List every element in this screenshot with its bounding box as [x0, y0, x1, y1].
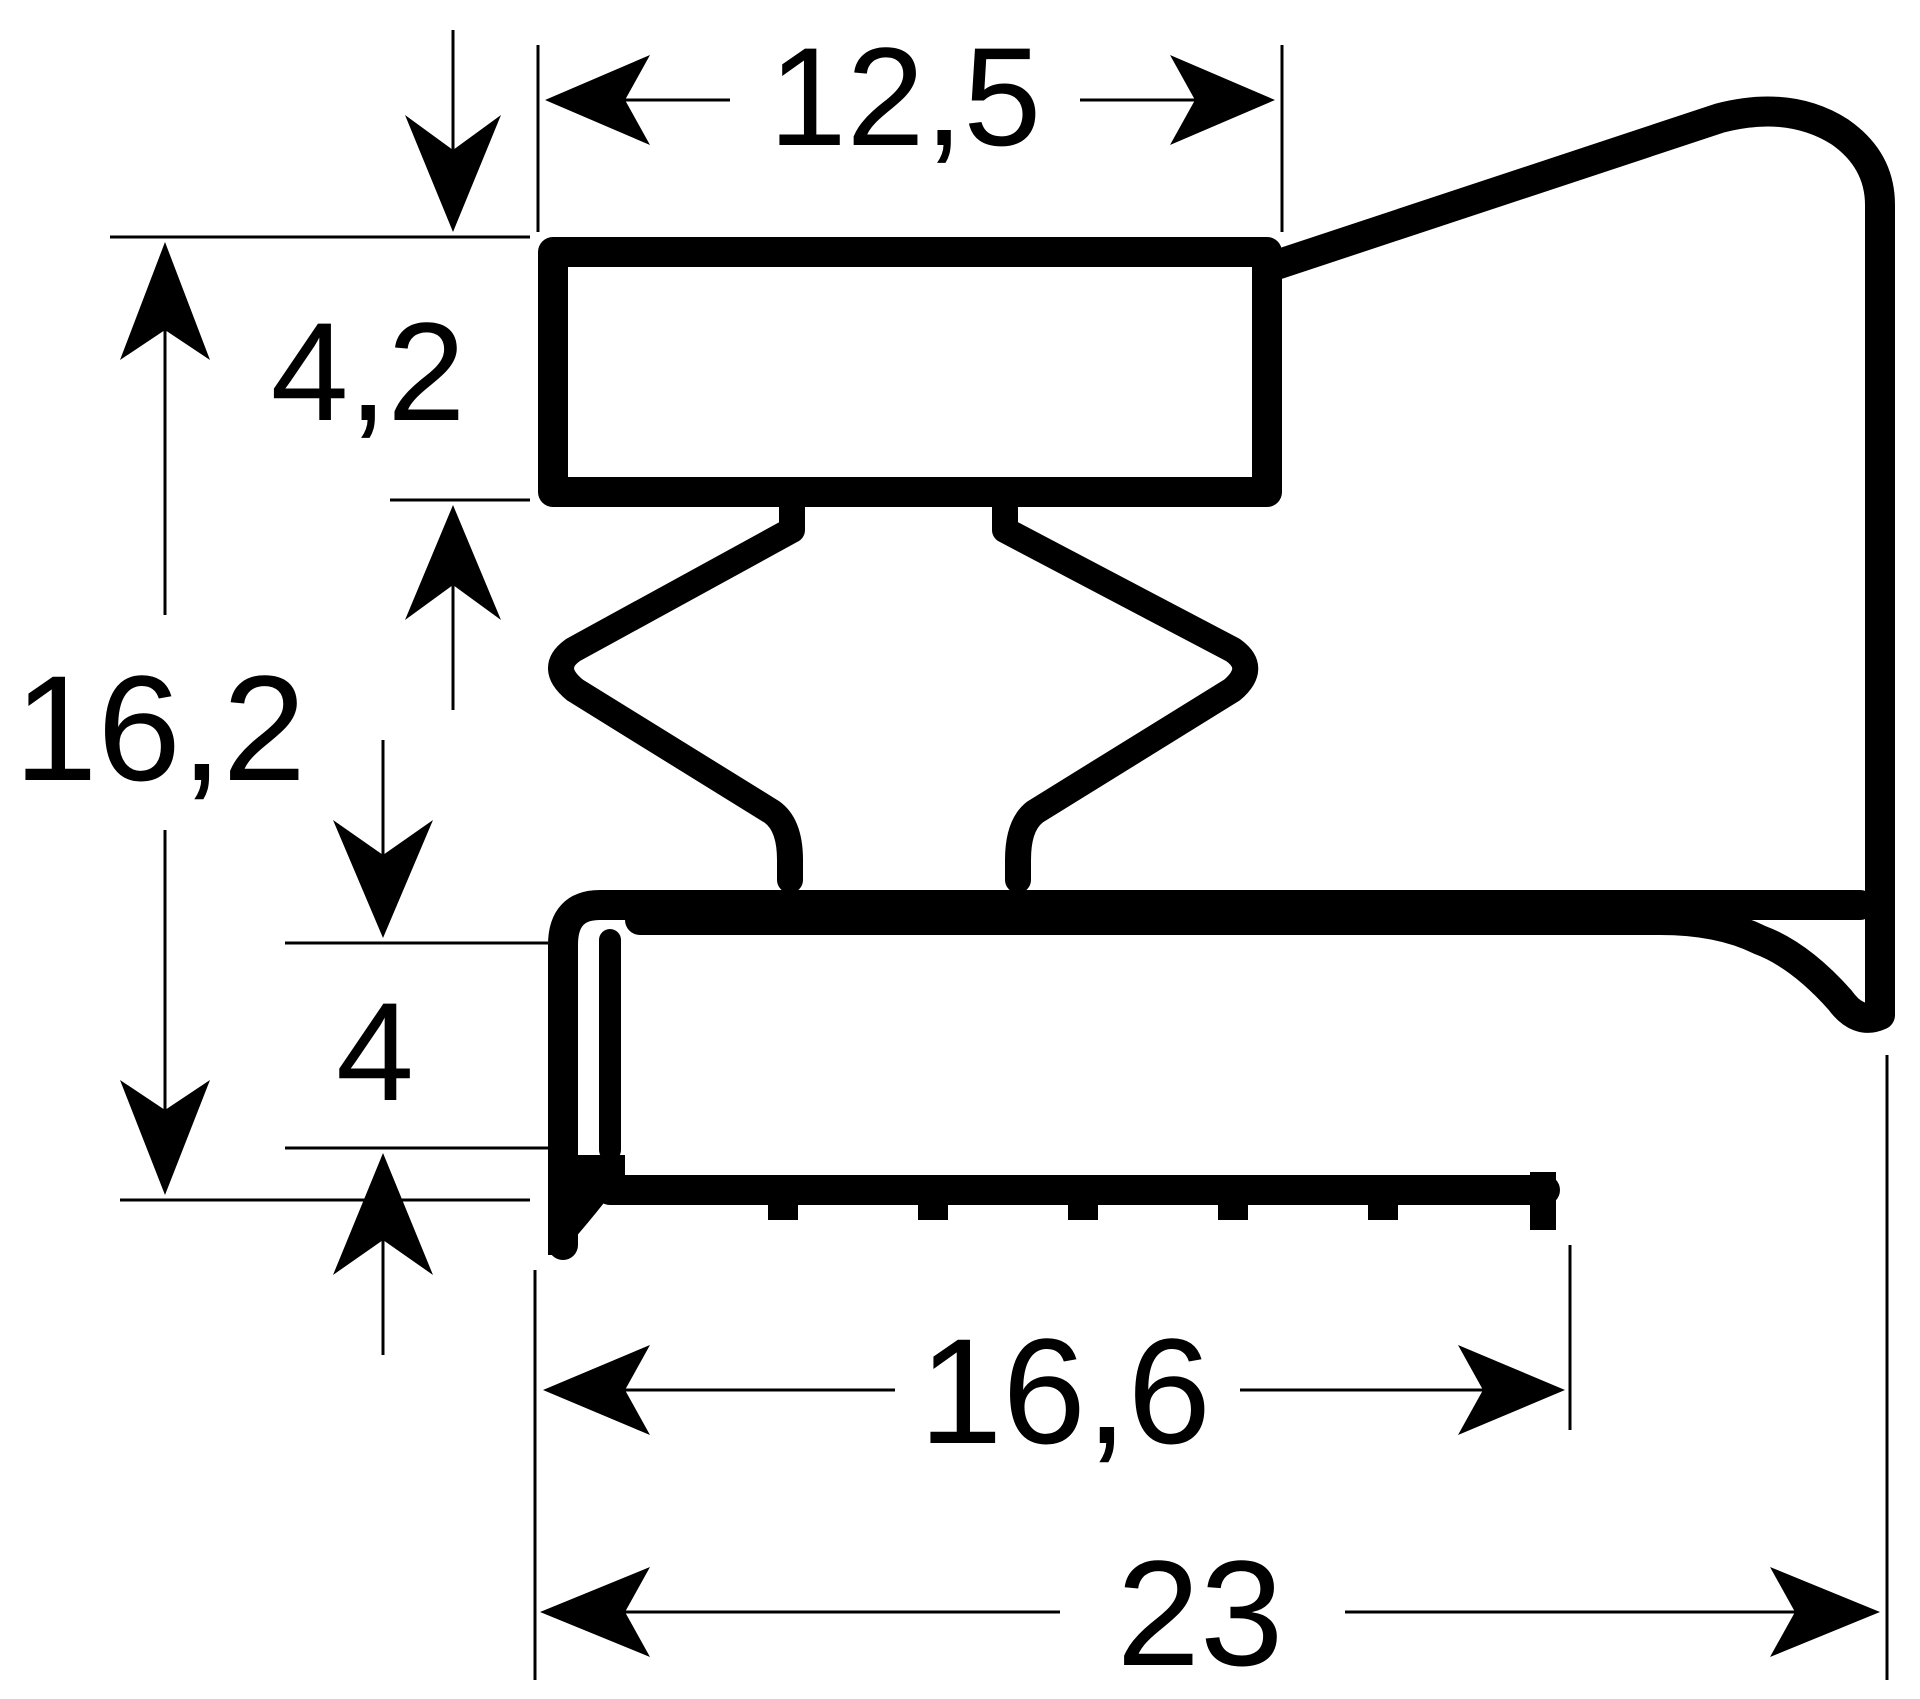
anchor-end [1530, 1172, 1556, 1230]
dim-top-height: 4,2 [271, 293, 466, 450]
bellows-right [992, 495, 1259, 893]
dim-top-width: 12,5 [769, 18, 1041, 175]
dim-base-width: 16,6 [919, 1307, 1211, 1475]
dim-lower-height: 4 [336, 973, 414, 1130]
anchor-ridges [768, 1200, 1398, 1220]
top-chamber [538, 237, 1282, 507]
base-corner-wedge [548, 1155, 625, 1255]
dim-total-height: 16,2 [14, 644, 306, 812]
magnet-flap [625, 96, 1895, 1033]
dim-total-width: 23 [1117, 1529, 1284, 1697]
dimension-arrows [120, 30, 1880, 1657]
base-body [548, 890, 1875, 1260]
bellows-left [548, 495, 805, 893]
gasket-profile [538, 96, 1895, 1260]
dimension-lines [110, 45, 1889, 1680]
